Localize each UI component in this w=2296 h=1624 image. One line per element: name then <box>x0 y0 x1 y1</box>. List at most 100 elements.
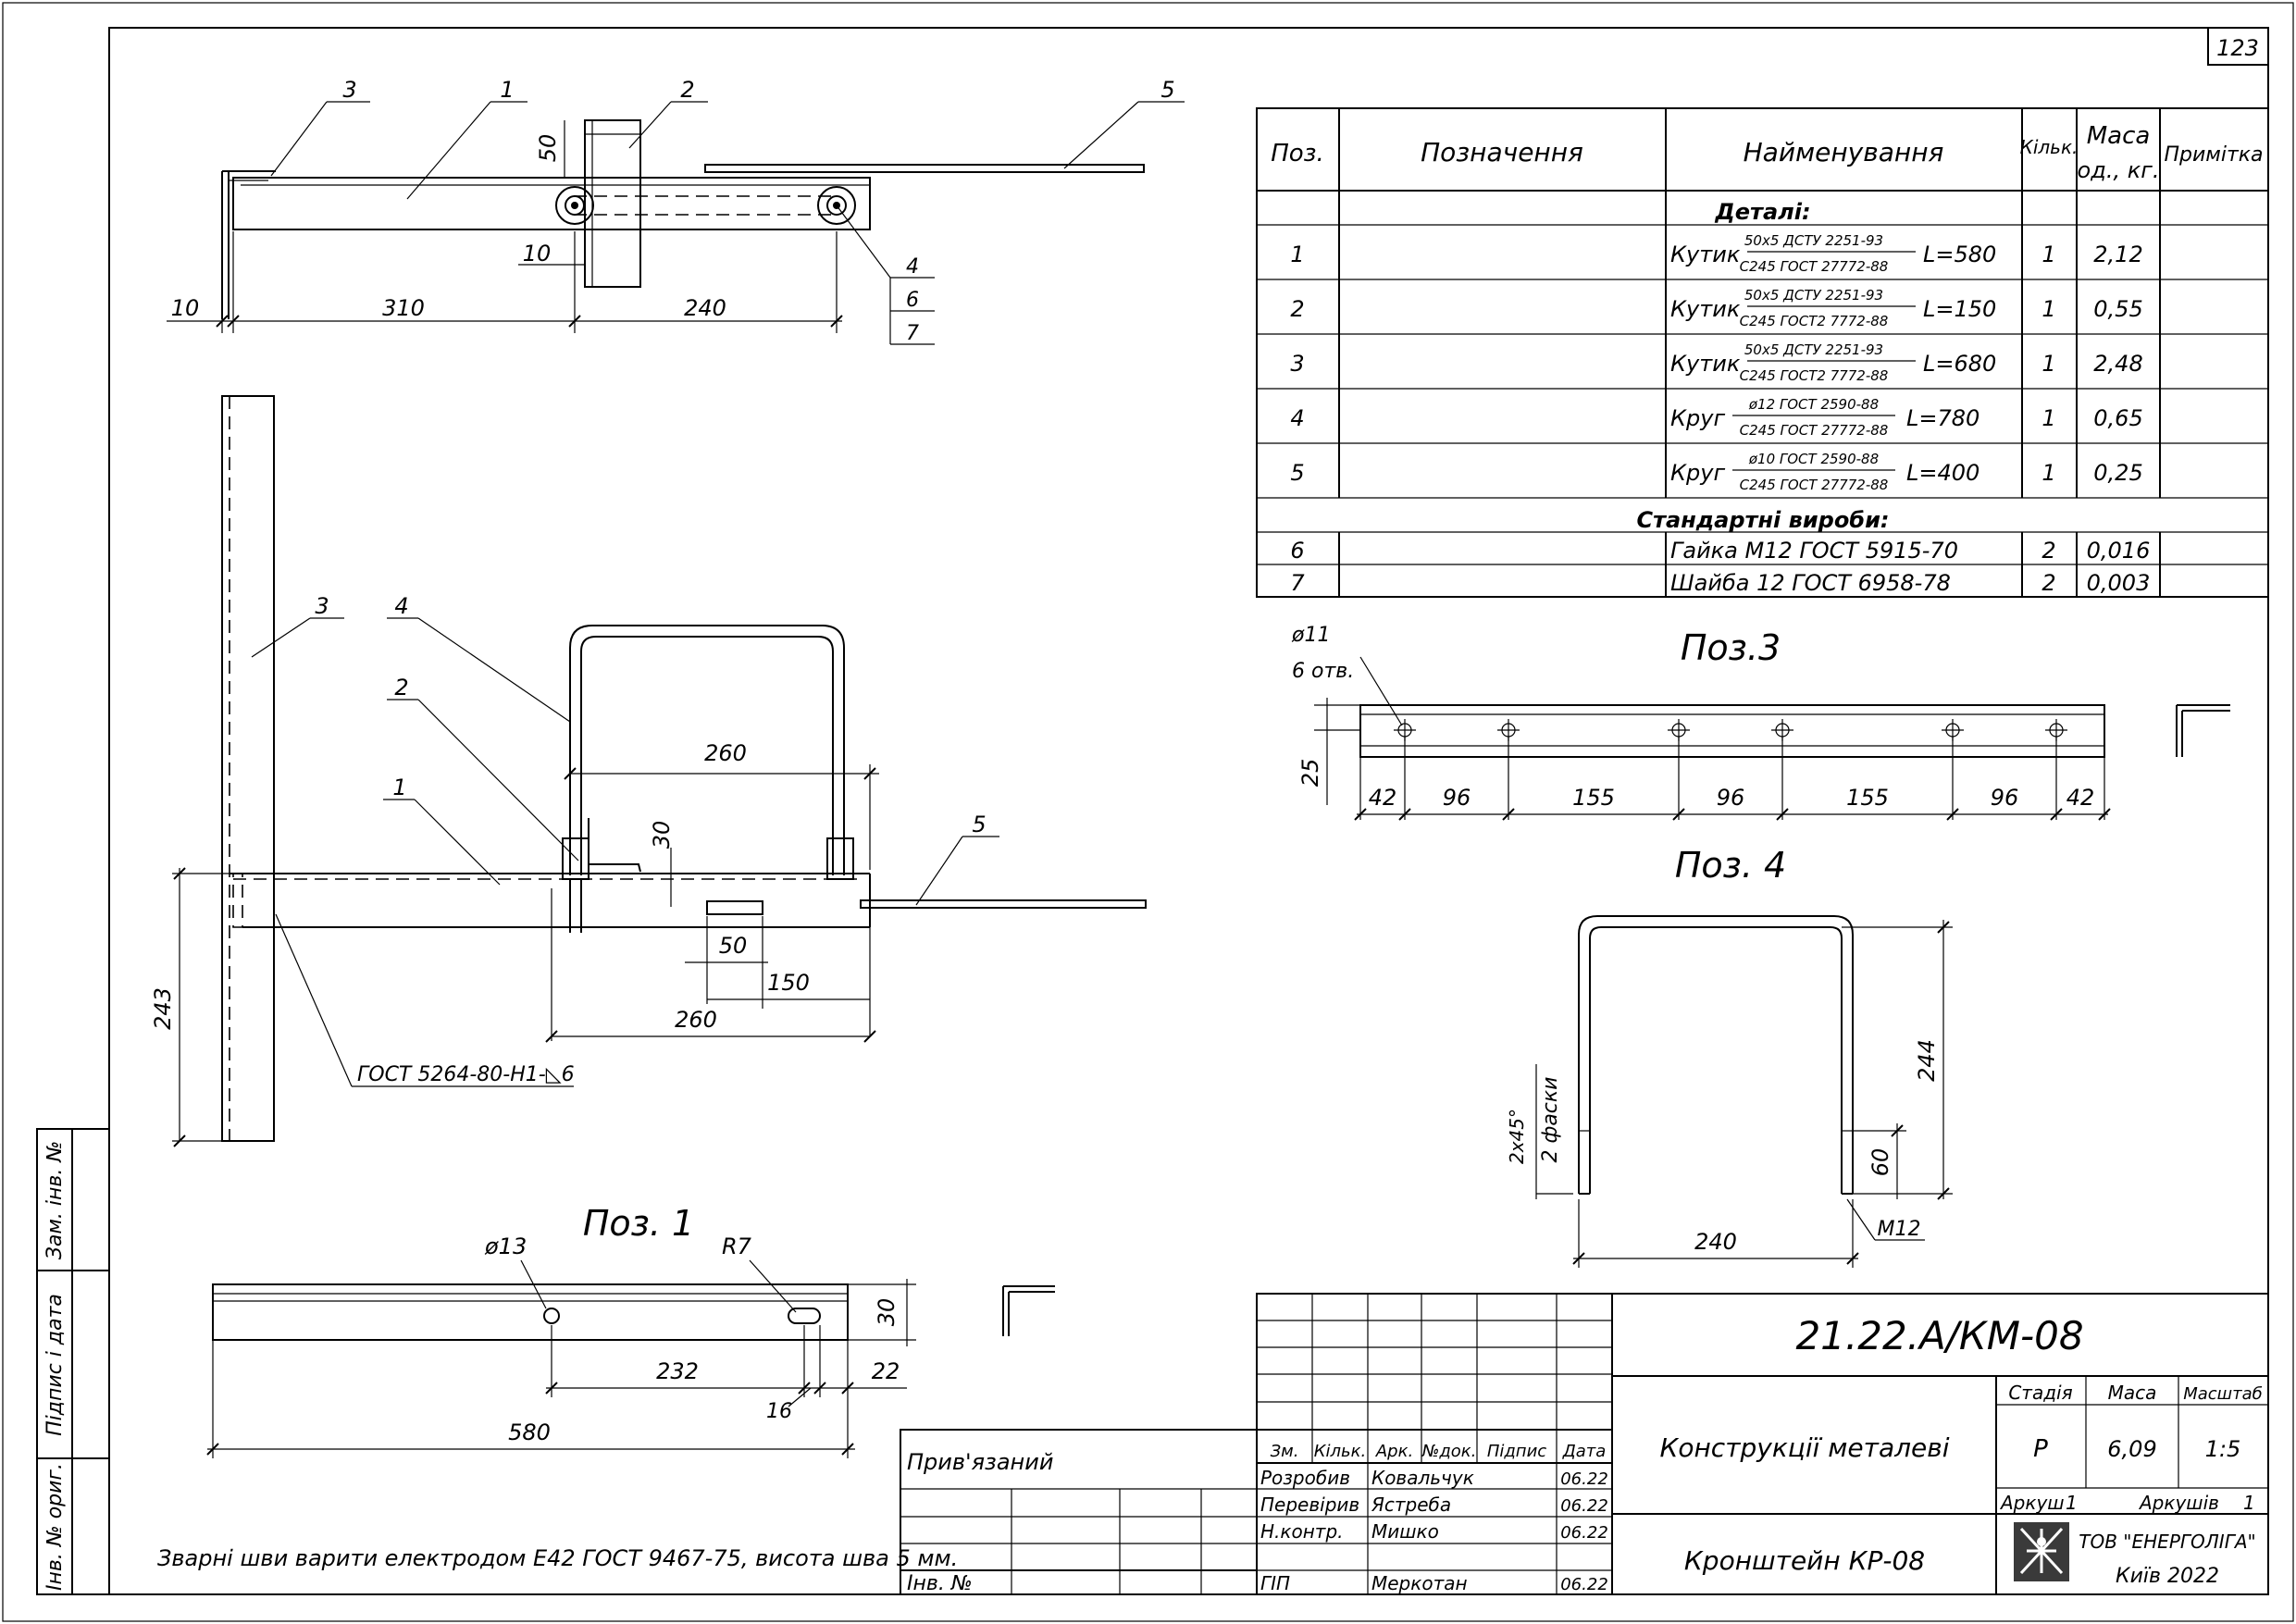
spec-pos: 1 <box>1290 242 1304 267</box>
tb-role: Н.контр. <box>1260 1520 1344 1543</box>
tb-person-row: Перевірив Ястреба 06.22 <box>1260 1494 1608 1516</box>
spec-header-mass-unit: од., кг. <box>2078 157 2160 183</box>
company-logo <box>2014 1522 2069 1581</box>
top-callout-5: 5 <box>1160 77 1174 103</box>
pos1-dim-30: 30 <box>874 1298 900 1327</box>
spec-row: 6 Гайка М12 ГОСТ 5915-70 2 0,016 <box>1290 538 2150 564</box>
pos3-dim: 96 <box>1717 785 1745 811</box>
spec-pos: 6 <box>1290 538 1304 564</box>
dim-260-b: 260 <box>675 1007 717 1033</box>
tb-person-row: Розробив Ковальчук 06.22 <box>1260 1467 1608 1489</box>
pos3-title: Поз.3 <box>1681 627 1781 668</box>
weld-instruction: Зварні шви варити електродом Е42 ГОСТ 94… <box>157 1545 958 1571</box>
spec-mass: 2,48 <box>2093 351 2142 377</box>
tb-col-qty: Кільк. <box>1314 1442 1367 1461</box>
tb-date: 06.22 <box>1560 1469 1608 1489</box>
spec-name: Кутик <box>1670 296 1741 322</box>
spec-qty: 2 <box>2042 538 2055 564</box>
spec-row: 5 Круг ø10 ГОСТ 2590-88 С245 ГОСТ 27772-… <box>1290 451 2142 493</box>
tb-role: Розробив <box>1260 1467 1350 1489</box>
spec-pos: 2 <box>1290 296 1304 322</box>
spec-mass: 0,003 <box>2087 570 2151 596</box>
spec-name: Круг <box>1670 405 1725 431</box>
spec-frac-top: 50x5 ДСТУ 2251-93 <box>1744 341 1883 358</box>
dim-240: 240 <box>684 295 726 321</box>
spec-header-mass: Маса <box>2087 122 2151 150</box>
tb-scale: 1:5 <box>2205 1436 2241 1462</box>
tb-role: Перевірив <box>1260 1494 1359 1516</box>
spec-header-pos: Поз. <box>1271 140 1324 167</box>
pos3-hole-count: 6 отв. <box>1292 660 1354 683</box>
tb-role: ГІП <box>1260 1572 1290 1594</box>
spec-row: 1 Кутик 50x5 ДСТУ 2251-93 С245 ГОСТ 2777… <box>1290 232 2142 275</box>
top-callout-2: 2 <box>680 77 694 103</box>
tb-person-row: ГІП Меркотан 06.22 <box>1260 1572 1608 1594</box>
spec-name: Гайка М12 ГОСТ 5915-70 <box>1670 538 1958 564</box>
pos4-chamfer-count: 2 фаски <box>1539 1077 1562 1163</box>
stamp-zam-inv: Зам. інв. № <box>43 1141 67 1260</box>
title-block: Зм. Кільк. Арк. №док. Підпис Дата Розроб… <box>1256 1293 2269 1595</box>
pos1-detail: Поз. 1 30 ø13 R7 232 22 16 580 <box>206 1203 1055 1458</box>
spec-row: 3 Кутик 50x5 ДСТУ 2251-93 С245 ГОСТ2 777… <box>1290 341 2142 384</box>
spec-row: 2 Кутик 50x5 ДСТУ 2251-93 С245 ГОСТ2 777… <box>1290 287 2142 329</box>
spec-frac-top: 50x5 ДСТУ 2251-93 <box>1744 287 1883 304</box>
tb-col-date: Дата <box>1562 1442 1607 1461</box>
spec-qty: 1 <box>2042 460 2055 486</box>
pos1-dim-16: 16 <box>766 1400 792 1423</box>
dim-310: 310 <box>382 295 425 321</box>
dim-50: 50 <box>719 933 748 959</box>
spec-row: 4 Круг ø12 ГОСТ 2590-88 С245 ГОСТ 27772-… <box>1290 396 2142 439</box>
tb-company: ТОВ "ЕНЕРГОЛІГА" <box>2079 1531 2255 1553</box>
dim-50: 50 <box>535 134 561 163</box>
binding-inv: Інв. № <box>907 1572 973 1595</box>
tb-col-sign: Підпис <box>1487 1442 1546 1461</box>
spec-frac-bottom: С245 ГОСТ 27772-88 <box>1740 422 1889 439</box>
tb-scale-label: Масштаб <box>2183 1384 2263 1404</box>
tb-stage-label: Стадія <box>2008 1382 2072 1404</box>
side-view: 260 30 50 150 260 243 3 4 2 1 5 ГОСТ <box>150 395 1147 1147</box>
spec-frac-bottom: С245 ГОСТ2 7772-88 <box>1740 367 1889 384</box>
stamp-inv-orig: Інв. № ориг. <box>43 1463 67 1591</box>
dim-30: 30 <box>649 821 675 849</box>
tb-person: Ястреба <box>1371 1494 1451 1516</box>
tb-col-ark: Арк. <box>1375 1442 1413 1461</box>
pos4-title: Поз. 4 <box>1675 845 1786 886</box>
spec-row: 7 Шайба 12 ГОСТ 6958-78 2 0,003 <box>1290 570 2150 596</box>
tb-code: 21.22.А/КМ-08 <box>1795 1313 2083 1358</box>
spec-name: Шайба 12 ГОСТ 6958-78 <box>1670 570 1951 596</box>
top-callout-7: 7 <box>906 322 919 345</box>
tb-col-zm: Зм. <box>1271 1442 1299 1461</box>
spec-header-designation: Позначення <box>1421 137 1583 167</box>
pos3-dim: 42 <box>2066 785 2095 811</box>
pos3-hole: ø11 <box>1291 624 1330 647</box>
spec-qty: 1 <box>2042 405 2055 431</box>
tb-person: Мишко <box>1371 1520 1439 1543</box>
spec-qty: 1 <box>2042 351 2055 377</box>
spec-qty: 1 <box>2042 296 2055 322</box>
spec-name: Кутик <box>1670 351 1741 377</box>
tb-sheets-label: Аркушів <box>2138 1492 2219 1514</box>
tb-mass-label: Маса <box>2108 1382 2157 1404</box>
spec-length: L=680 <box>1923 351 1996 377</box>
spec-qty: 2 <box>2042 570 2055 596</box>
tb-date: 06.22 <box>1560 1523 1608 1543</box>
pos1-hole: ø13 <box>484 1233 527 1259</box>
pos1-dim-232: 232 <box>656 1358 699 1384</box>
top-callout-1: 1 <box>500 77 514 103</box>
spec-qty: 1 <box>2042 242 2055 267</box>
spec-length: L=400 <box>1906 460 1980 486</box>
pos3-height: 25 <box>1297 759 1323 787</box>
spec-frac-bottom: С245 ГОСТ 27772-88 <box>1740 258 1889 275</box>
binding-stamp: Прив'язаний Інв. № <box>900 1429 1258 1595</box>
spec-name: Круг <box>1670 460 1725 486</box>
spec-header-name: Найменування <box>1744 137 1944 167</box>
tb-sheet: 1 <box>2066 1492 2078 1514</box>
spec-name: Кутик <box>1670 242 1741 267</box>
side-callout-5: 5 <box>972 812 986 837</box>
pos3-dim: 96 <box>1443 785 1471 811</box>
spec-mass: 2,12 <box>2093 242 2142 267</box>
spec-frac-top: ø10 ГОСТ 2590-88 <box>1748 451 1879 467</box>
pos4-chamfer: 2x45° <box>1506 1109 1528 1164</box>
tb-person: Меркотан <box>1371 1572 1468 1594</box>
spec-frac-top: 50x5 ДСТУ 2251-93 <box>1744 232 1883 249</box>
